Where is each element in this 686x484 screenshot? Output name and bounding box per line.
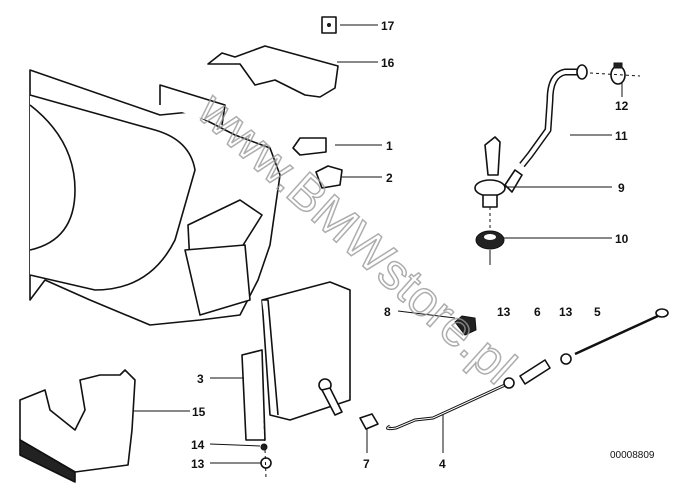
callout-13-rod-right: 13 (559, 305, 573, 319)
part-16-bracket (207, 45, 339, 98)
part-5-rod (574, 313, 661, 356)
part-3-motor (241, 281, 351, 441)
part-13-nut (260, 457, 272, 469)
part-1-plug (292, 137, 327, 156)
part-13-nut-right (560, 353, 572, 365)
part-2-clip (315, 165, 343, 189)
callout-10: 10 (615, 232, 629, 246)
part-7-joint (359, 413, 379, 430)
callout-11: 11 (615, 129, 628, 143)
callout-8: 8 (384, 305, 391, 319)
callout-3: 3 (197, 372, 204, 386)
callout-6: 6 (534, 305, 541, 319)
part-9-filler-nozzle (474, 136, 523, 230)
callout-13-rod-left: 13 (497, 305, 511, 319)
part-17-clip (321, 16, 337, 34)
callout-5: 5 (594, 305, 601, 319)
part-8-clip (454, 315, 477, 336)
part-12-clamp (589, 62, 641, 85)
callout-13-motor: 13 (191, 457, 205, 471)
leader-lines (133, 24, 623, 464)
callout-12: 12 (615, 99, 629, 113)
callout-1: 1 (386, 139, 393, 153)
callout-14: 14 (191, 438, 205, 452)
part-13-nut-left (503, 377, 515, 389)
callout-16: 16 (381, 56, 395, 70)
part-14-washer (260, 443, 268, 451)
part-15-cover (19, 369, 136, 473)
diagram-code: 00008809 (610, 450, 655, 461)
part-6-sleeve (519, 359, 551, 385)
callout-7: 7 (363, 457, 370, 471)
callout-15: 15 (192, 405, 206, 419)
callout-4: 4 (439, 457, 446, 471)
callout-2: 2 (386, 171, 393, 185)
callout-17: 17 (381, 19, 395, 33)
part-10-grommet (475, 230, 505, 265)
callout-9: 9 (618, 181, 625, 195)
heater-housing (29, 69, 281, 326)
